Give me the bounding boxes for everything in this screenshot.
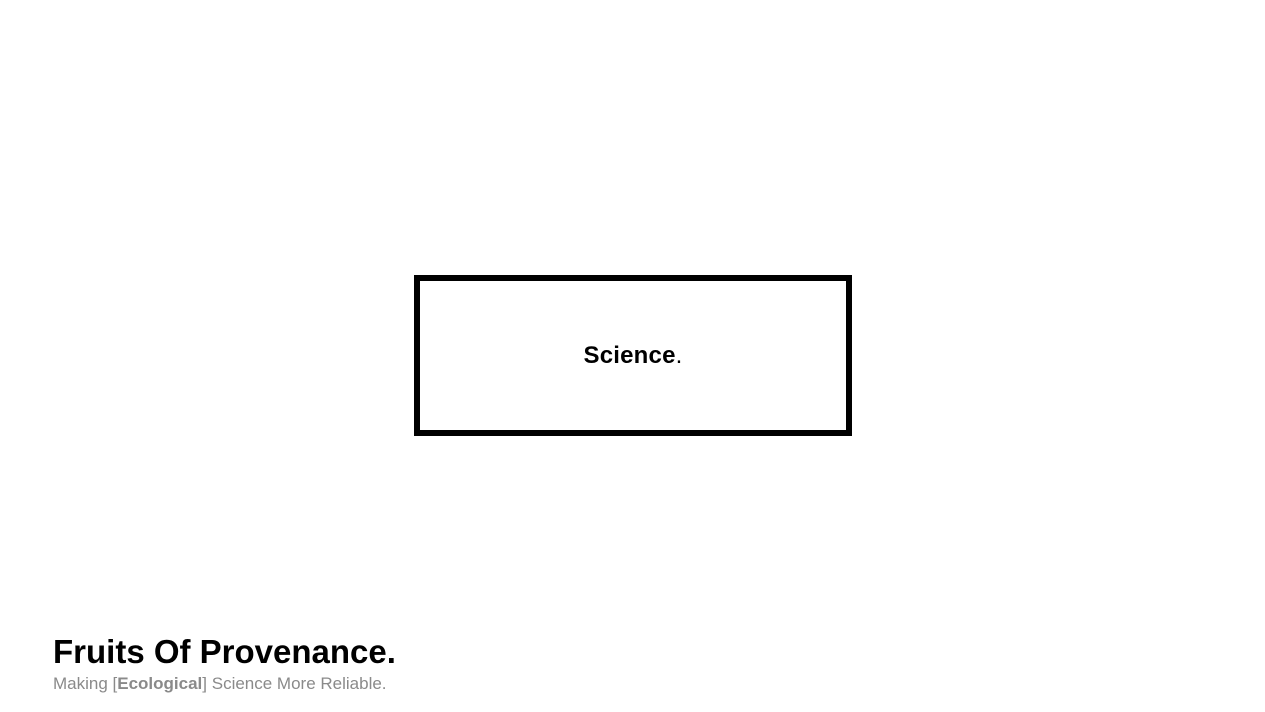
hero-word: Science	[583, 341, 676, 369]
site-title[interactable]: Fruits Of Provenance.	[53, 633, 396, 670]
hero-box: Science.	[414, 275, 852, 436]
site-footer: Fruits Of Provenance. Making [Ecological…	[53, 632, 396, 696]
site-tagline: Making [Ecological] Science More Reliabl…	[53, 672, 396, 696]
tagline-suffix: ] Science More Reliable.	[202, 674, 387, 693]
tagline-emphasis: Ecological	[117, 674, 203, 693]
hero-punct: .	[675, 341, 683, 369]
hero-text: Science.	[583, 342, 682, 370]
tagline-prefix: Making [	[53, 674, 118, 693]
